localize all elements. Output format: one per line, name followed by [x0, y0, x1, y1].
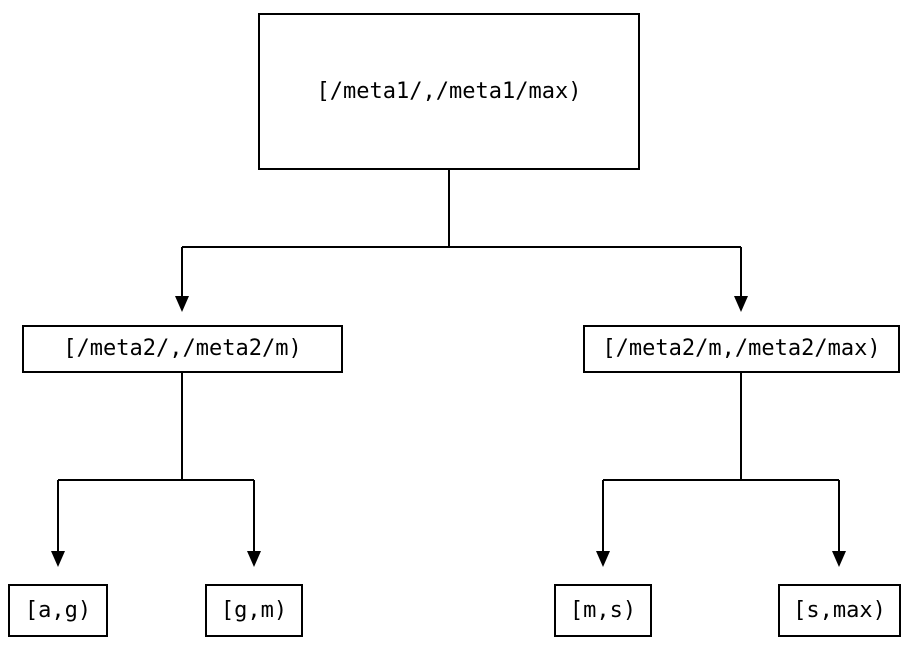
node-level2-left-range: [/meta2/,/meta2/m) — [22, 325, 343, 373]
connector-left-branch — [57, 373, 255, 551]
arrowhead-to-leaf-smax — [832, 551, 846, 567]
node-leaf-ms: [m,s) — [554, 584, 652, 637]
connector-root-branch — [181, 170, 742, 296]
connector-right-branch — [602, 373, 840, 551]
arrowhead-to-leaf-ms — [596, 551, 610, 567]
node-root-range: [/meta1/,/meta1/max) — [258, 13, 640, 170]
arrowhead-to-leaf-ag — [51, 551, 65, 567]
node-level2-right-range: [/meta2/m,/meta2/max) — [583, 325, 900, 373]
arrowhead-to-level2-left — [175, 296, 189, 312]
arrowhead-to-leaf-gm — [247, 551, 261, 567]
node-leaf-ag: [a,g) — [8, 584, 108, 637]
node-leaf-gm: [g,m) — [205, 584, 303, 637]
arrowhead-to-level2-right — [734, 296, 748, 312]
node-leaf-smax: [s,max) — [778, 584, 901, 637]
